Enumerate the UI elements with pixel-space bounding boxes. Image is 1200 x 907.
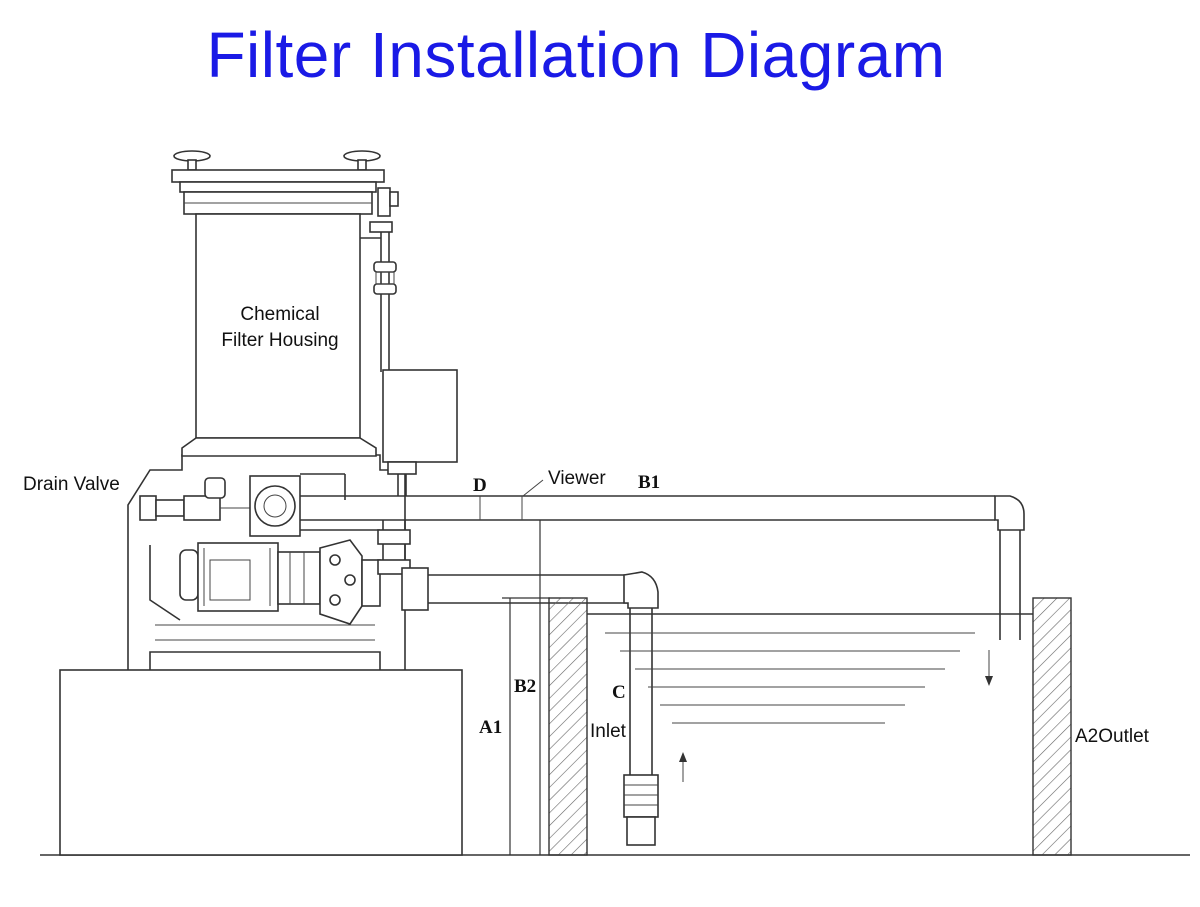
label-viewer: Viewer <box>548 468 606 489</box>
label-d: D <box>473 475 487 496</box>
tank <box>548 597 1072 856</box>
label-housing-line2: Filter Housing <box>221 330 338 351</box>
return-pipe-b1 <box>300 495 1025 686</box>
pump-head <box>319 539 381 625</box>
drain-valve <box>139 477 250 521</box>
label-a1: A1 <box>479 717 502 738</box>
label-drain-valve: Drain Valve <box>23 474 120 495</box>
label-b1: B1 <box>638 472 660 493</box>
diagram-title: Filter Installation Diagram <box>206 19 946 91</box>
label-inlet: Inlet <box>590 721 627 742</box>
pressure-gauge-assembly <box>360 187 399 372</box>
dimension-lines <box>502 520 550 855</box>
inlet-pipe-c <box>428 571 687 846</box>
viewer-leader <box>522 479 544 497</box>
pipe-union <box>377 520 429 611</box>
label-c: C <box>612 682 626 703</box>
label-housing-line1: Chemical <box>240 304 319 325</box>
base-stand <box>59 669 463 856</box>
outlet-flange <box>249 473 380 537</box>
label-a2-outlet: A2Outlet <box>1075 726 1150 747</box>
chemical-filter-housing <box>171 150 385 457</box>
label-b2: B2 <box>514 676 536 697</box>
pump-motor <box>179 542 321 612</box>
control-box <box>382 369 458 496</box>
